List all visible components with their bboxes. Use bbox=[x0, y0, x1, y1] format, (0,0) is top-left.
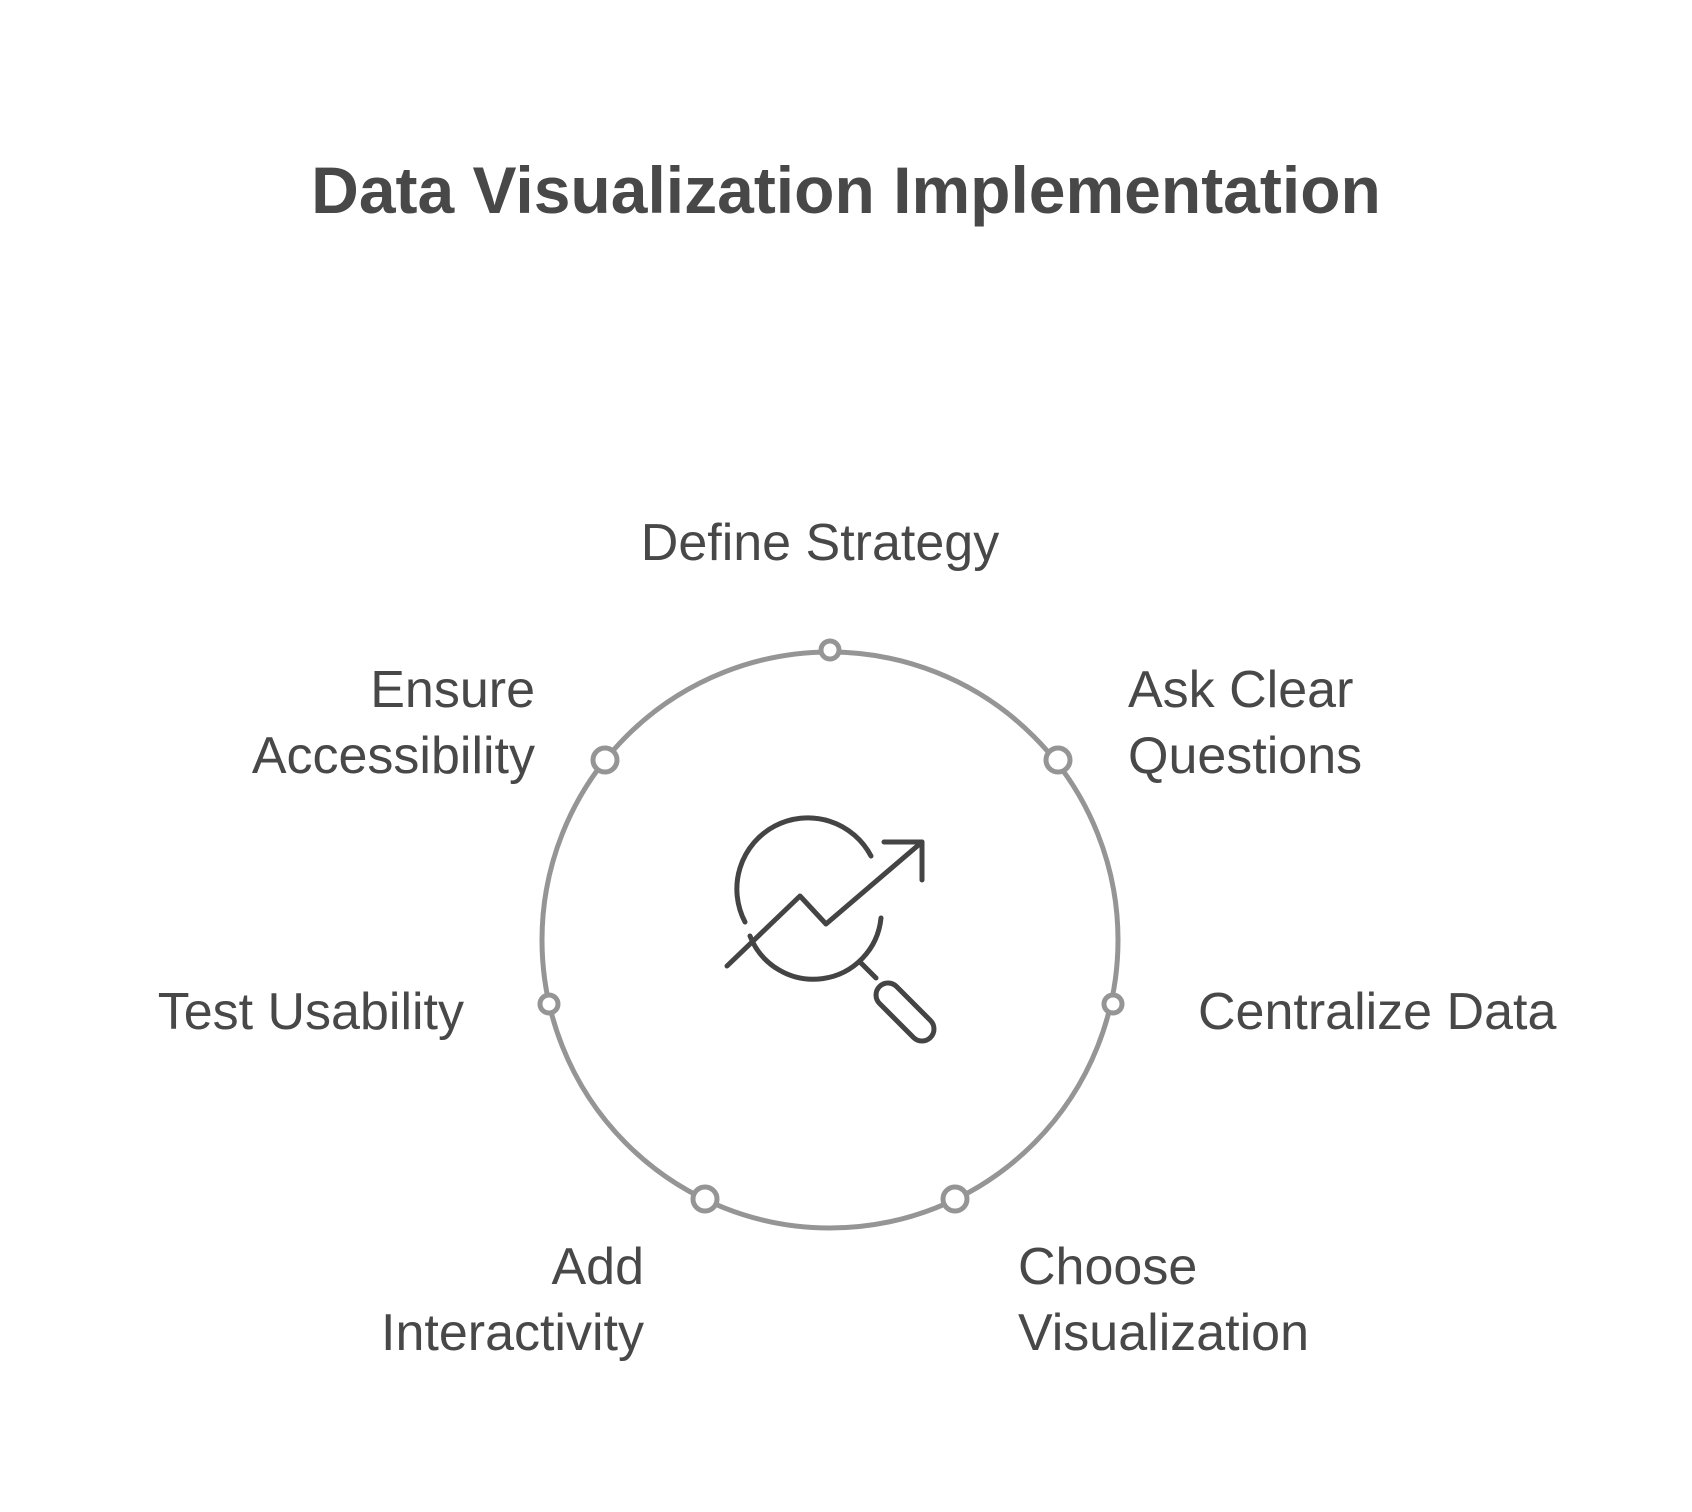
chart-magnifier-icon bbox=[724, 815, 937, 1044]
node-choose bbox=[940, 1184, 970, 1214]
step-label-add-interactivity: Add Interactivity bbox=[381, 1238, 644, 1362]
step-label-test-usability: Test Usability bbox=[157, 983, 464, 1041]
cycle-ring bbox=[539, 649, 1121, 1231]
diagram-title: Data Visualization Implementation bbox=[311, 153, 1381, 227]
step-label-choose-visualization: Choose Visualization bbox=[1018, 1238, 1310, 1362]
node-test bbox=[537, 992, 561, 1016]
step-label-define-strategy: Define Strategy bbox=[640, 514, 1000, 572]
step-label-centralize-data: Centralize Data bbox=[1198, 983, 1557, 1041]
step-label-ensure-accessibility: Ensure Accessibility bbox=[251, 661, 535, 785]
node-centralize bbox=[1101, 992, 1125, 1016]
node-add bbox=[690, 1184, 720, 1214]
step-label-ask-clear-questions: Ask Clear Questions bbox=[1128, 661, 1363, 785]
node-define bbox=[818, 638, 842, 662]
node-ask bbox=[1043, 745, 1073, 775]
node-ensure bbox=[590, 745, 620, 775]
cycle-nodes bbox=[537, 638, 1125, 1214]
